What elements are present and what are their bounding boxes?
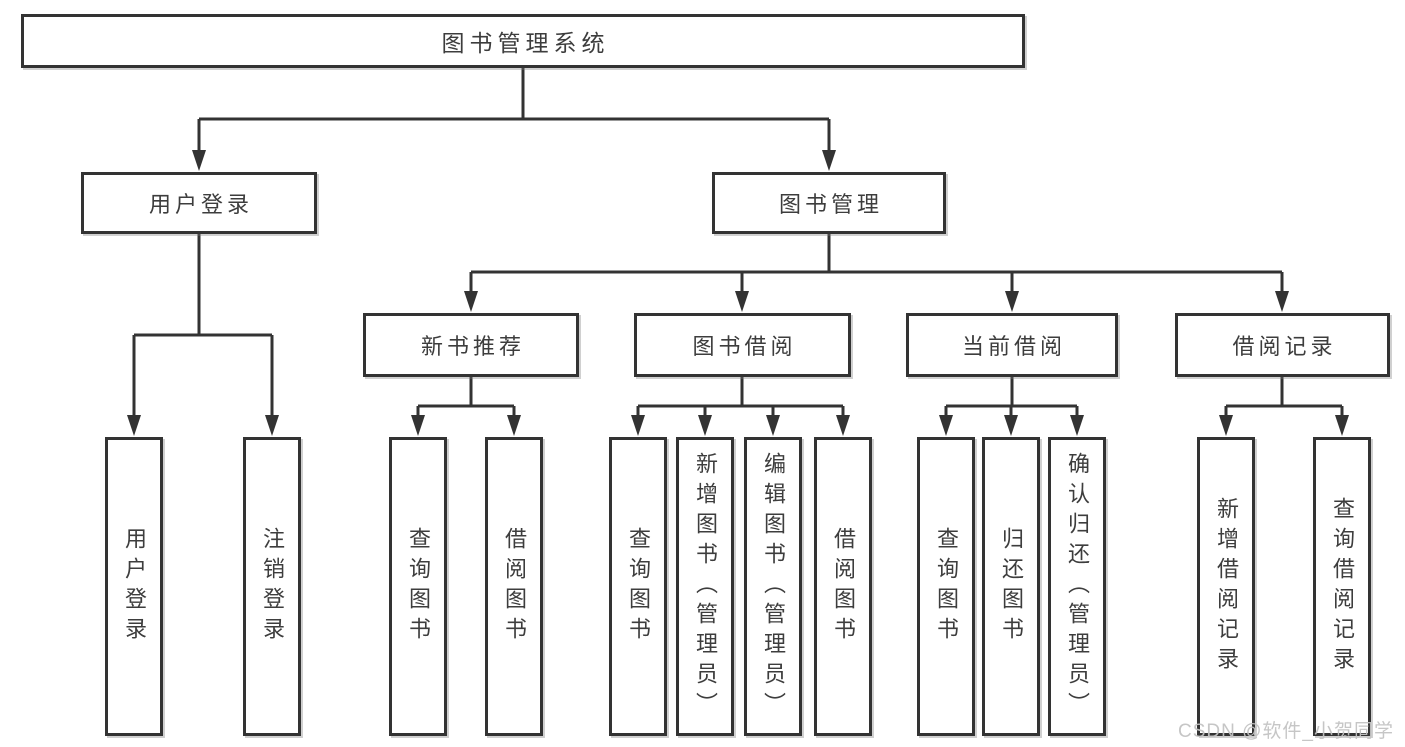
leaf-add-borrow-record: 新增借阅记录 bbox=[1197, 437, 1255, 736]
leaf-borrow-books-recommend: 借阅图书 bbox=[485, 437, 543, 736]
leaf-edit-book-admin: 编辑图书（管理员） bbox=[744, 437, 802, 736]
node-current-borrowing: 当前借阅 bbox=[906, 313, 1118, 377]
leaf-query-books-borrowing: 查询图书 bbox=[609, 437, 667, 736]
watermark: CSDN @软件_小贺同学 bbox=[1178, 721, 1394, 742]
node-book-borrowing: 图书借阅 bbox=[634, 313, 851, 377]
node-root: 图书管理系统 bbox=[21, 14, 1025, 68]
node-user-login: 用户登录 bbox=[81, 172, 317, 234]
node-book-management: 图书管理 bbox=[712, 172, 946, 234]
leaf-query-borrow-record: 查询借阅记录 bbox=[1313, 437, 1371, 736]
leaf-user-login: 用户登录 bbox=[105, 437, 163, 736]
node-borrowing-records: 借阅记录 bbox=[1175, 313, 1390, 377]
leaf-query-books-recommend: 查询图书 bbox=[389, 437, 447, 736]
leaf-logout: 注销登录 bbox=[243, 437, 301, 736]
leaf-add-book-admin: 新增图书（管理员） bbox=[676, 437, 734, 736]
leaf-return-books: 归还图书 bbox=[982, 437, 1040, 736]
leaf-confirm-return-admin: 确认归还（管理员） bbox=[1048, 437, 1106, 736]
node-new-book-recommendation: 新书推荐 bbox=[363, 313, 579, 377]
leaf-borrow-books-borrowing: 借阅图书 bbox=[814, 437, 872, 736]
leaf-query-books-current: 查询图书 bbox=[917, 437, 975, 736]
arrowheads bbox=[127, 150, 1349, 436]
